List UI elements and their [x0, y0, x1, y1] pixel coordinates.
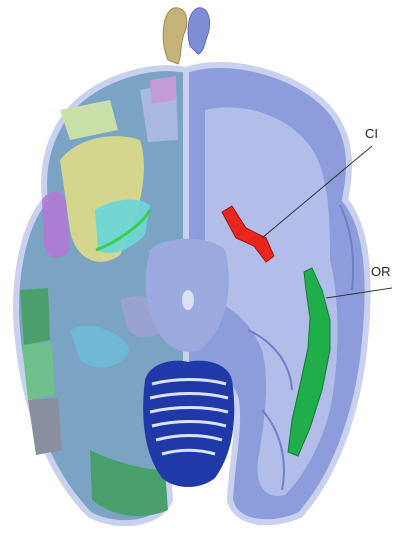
or-label: OR [371, 264, 391, 279]
cerebellum [143, 361, 234, 487]
ci-label: CI [365, 126, 378, 141]
olfactory-bulbs [163, 8, 209, 64]
